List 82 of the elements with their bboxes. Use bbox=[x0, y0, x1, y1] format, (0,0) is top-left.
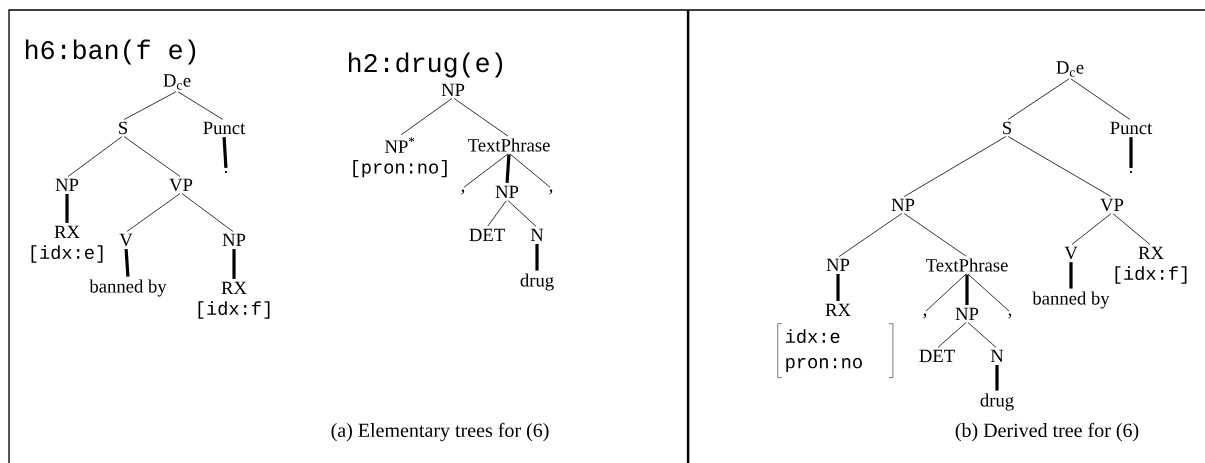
tree-label: DET bbox=[469, 228, 505, 242]
tree-label: S bbox=[119, 121, 128, 135]
tree-branch bbox=[181, 193, 234, 232]
tree-label: NP$^{*}$ bbox=[385, 137, 415, 153]
tree-branch bbox=[509, 153, 551, 188]
tree-branch bbox=[126, 193, 181, 232]
tree-label: , bbox=[461, 189, 465, 195]
tree-branch bbox=[1071, 213, 1112, 245]
tree-label: . bbox=[1129, 170, 1133, 174]
tree-branch bbox=[1070, 78, 1131, 120]
feature-structure: [idx:e] bbox=[31, 245, 103, 263]
tree-label: VP bbox=[169, 178, 193, 192]
tree-label: banned by bbox=[89, 279, 167, 297]
tree-label: RX bbox=[54, 225, 80, 239]
tree-label: NP bbox=[891, 198, 915, 212]
tree-label: RX bbox=[1138, 246, 1164, 260]
tree-branch bbox=[836, 274, 840, 301]
tree-label: Punct bbox=[1110, 121, 1153, 135]
feature-structure: [idx:f] bbox=[198, 301, 270, 319]
tree-label: NP bbox=[441, 83, 465, 97]
tree-heading: h6:ban(f e) bbox=[26, 39, 196, 65]
tree-label: RX bbox=[221, 281, 247, 295]
tree-branch bbox=[65, 194, 69, 223]
tree-label: , bbox=[923, 313, 927, 319]
tree-branch bbox=[1129, 137, 1133, 168]
tree-label: TextPhrase bbox=[926, 258, 1008, 272]
tree-branch bbox=[1007, 78, 1070, 120]
tree-branch bbox=[838, 213, 903, 257]
tree-branch bbox=[232, 249, 236, 279]
tree-branch bbox=[1069, 262, 1073, 289]
tree-label: drug bbox=[520, 273, 554, 291]
tree-label: D$_{c}$e bbox=[1056, 61, 1084, 77]
tree-label: NP bbox=[55, 178, 79, 192]
tree-label: RX bbox=[825, 303, 851, 317]
tree-branch bbox=[400, 98, 453, 136]
tree-label: V bbox=[1064, 246, 1078, 260]
caption: (a) Elementary trees for (6) bbox=[331, 422, 549, 442]
tree-branch bbox=[1112, 213, 1151, 245]
tree-label: S bbox=[1003, 121, 1012, 135]
tree-label: drug bbox=[980, 393, 1014, 411]
tree-branch bbox=[925, 273, 967, 312]
tree-label: DET bbox=[919, 349, 955, 363]
tree-label: NP bbox=[826, 258, 850, 272]
tree-label: NP bbox=[222, 233, 246, 247]
feature-structure: idx:e pron:no bbox=[777, 323, 862, 378]
feature-structure: [idx:f] bbox=[1115, 266, 1187, 284]
tree-branch bbox=[463, 153, 509, 188]
tree-branch bbox=[1007, 136, 1112, 197]
tree-label: N bbox=[990, 349, 1004, 363]
tree-label: N bbox=[530, 228, 544, 242]
tree-branch bbox=[222, 137, 228, 169]
tree-branch bbox=[487, 200, 507, 227]
feature-structure: [pron:no] bbox=[353, 159, 447, 178]
tree-branch bbox=[995, 365, 999, 391]
tree-branch bbox=[937, 322, 967, 348]
tree-label: NP bbox=[495, 185, 519, 199]
tree-label: NP bbox=[955, 307, 979, 321]
tree-branch bbox=[67, 136, 123, 177]
tree-branch bbox=[123, 91, 177, 120]
tree-branch bbox=[177, 91, 224, 120]
tree-label: D$_{c}$e bbox=[163, 74, 191, 90]
tree-label: TextPhrase bbox=[468, 138, 550, 152]
tree-branch bbox=[505, 154, 511, 184]
tree-label: , bbox=[549, 189, 553, 195]
tree-label: , bbox=[1008, 313, 1012, 319]
tree-label: V bbox=[119, 233, 133, 247]
tree-heading: h2:drug(e) bbox=[349, 52, 503, 78]
tree-branch bbox=[507, 200, 537, 227]
tree-label: banned by bbox=[1032, 291, 1110, 309]
tree-branch bbox=[535, 244, 539, 271]
tree-label: Punct bbox=[203, 121, 246, 135]
tree-branch bbox=[967, 322, 997, 348]
tree-branch bbox=[967, 273, 1010, 312]
caption: (b) Derived tree for (6) bbox=[955, 422, 1139, 442]
tree-branch bbox=[903, 213, 967, 257]
tree-branch bbox=[124, 249, 130, 277]
tree-branch bbox=[965, 274, 969, 305]
tree-label: VP bbox=[1100, 198, 1124, 212]
tree-branch bbox=[123, 136, 181, 177]
tree-label: . bbox=[224, 170, 228, 174]
tree-branch bbox=[453, 98, 509, 137]
tree-branch bbox=[903, 136, 1007, 197]
